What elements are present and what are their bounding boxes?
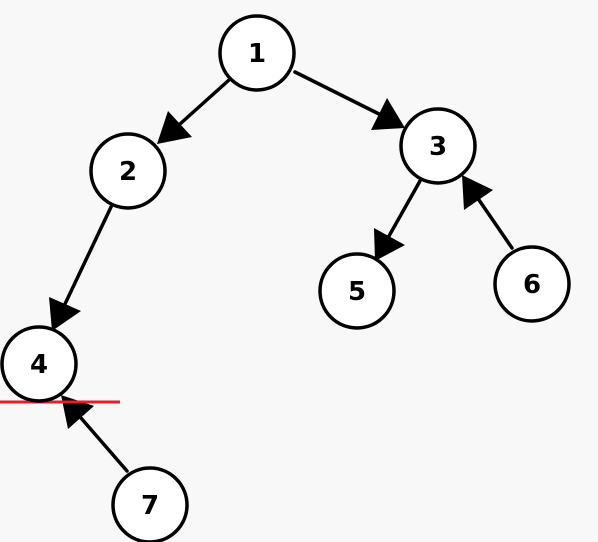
edge-7-4 bbox=[61, 395, 129, 473]
edge-1-2 bbox=[157, 78, 231, 144]
node-6-circle bbox=[493, 245, 571, 323]
node-7-circle bbox=[111, 466, 189, 542]
edge-3-5 bbox=[374, 179, 422, 261]
edge-1-3 bbox=[293, 70, 405, 130]
edge-1-3-arrowhead bbox=[371, 98, 405, 130]
node-3-circle bbox=[399, 107, 477, 185]
node-2-circle bbox=[89, 132, 167, 210]
node-4-circle bbox=[0, 325, 78, 403]
node-3-label: 3 bbox=[429, 132, 447, 162]
edge-6-3 bbox=[462, 175, 514, 250]
edge-3-5-line bbox=[387, 179, 422, 238]
node-1-label: 1 bbox=[248, 39, 266, 69]
edge-6-3-arrowhead bbox=[462, 175, 493, 210]
node-3: 3 bbox=[399, 107, 477, 185]
edge-1-2-line bbox=[178, 78, 231, 126]
node-7: 7 bbox=[111, 466, 189, 542]
node-7-label: 7 bbox=[141, 491, 159, 521]
node-2: 2 bbox=[89, 132, 167, 210]
node-1-circle bbox=[218, 14, 296, 92]
node-1: 1 bbox=[218, 14, 296, 92]
node-5-circle bbox=[318, 252, 396, 330]
node-5: 5 bbox=[318, 252, 396, 330]
node-5-label: 5 bbox=[348, 277, 366, 307]
node-2-label: 2 bbox=[119, 157, 137, 187]
edge-3-5-arrowhead bbox=[374, 228, 405, 261]
node-6: 6 bbox=[493, 245, 571, 323]
node-6-label: 6 bbox=[523, 270, 541, 300]
edge-7-4-arrowhead bbox=[61, 395, 94, 429]
edge-1-3-line bbox=[293, 70, 381, 116]
edge-7-4-line bbox=[79, 416, 129, 473]
edges-layer bbox=[49, 70, 514, 473]
edge-2-4-arrowhead bbox=[49, 297, 81, 331]
nodes-layer: 1 2 3 4 5 6 7 bbox=[0, 14, 571, 542]
node-4: 4 bbox=[0, 325, 78, 403]
edge-2-4-line bbox=[63, 205, 113, 306]
edge-2-4 bbox=[49, 205, 113, 331]
edge-1-2-arrowhead bbox=[157, 111, 192, 144]
edge-6-3-line bbox=[477, 198, 514, 250]
node-4-label: 4 bbox=[30, 350, 48, 380]
